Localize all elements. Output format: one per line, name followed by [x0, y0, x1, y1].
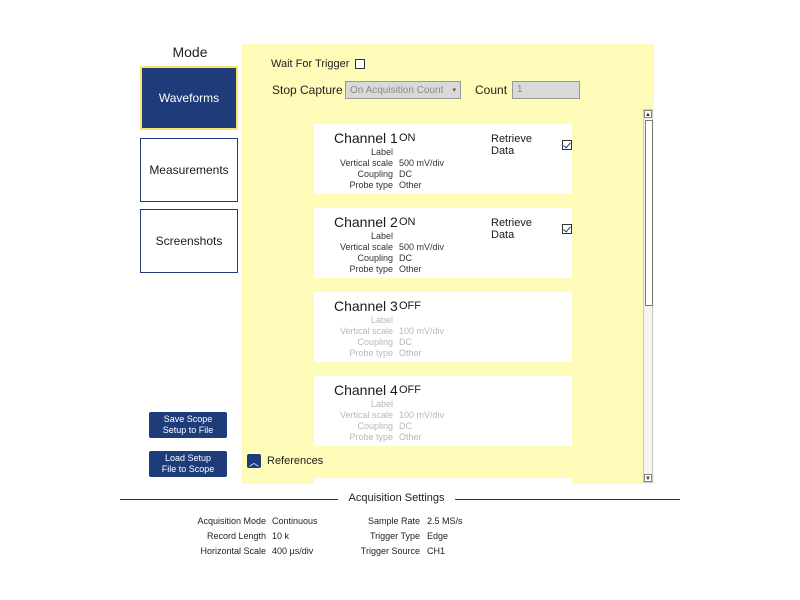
record-length-label: Record Length: [206, 531, 266, 541]
acquisition-mode-value: Continuous: [272, 516, 318, 526]
horizontal-scale-value: 400 µs/div: [272, 546, 314, 556]
coupling-key: Coupling: [357, 421, 393, 431]
vertical-scale-key: Vertical scale: [339, 158, 393, 168]
probe-type-key: Probe type: [349, 432, 393, 442]
retrieve-data-checkbox[interactable]: [562, 140, 572, 150]
label-key: Label: [370, 147, 393, 157]
retrieve-data-label: Retrieve Data: [491, 217, 532, 241]
probe-type-key: Probe type: [349, 264, 393, 274]
load-setup-label-line2: File to Scope: [161, 464, 215, 474]
probe-type-key: Probe type: [349, 180, 393, 190]
divider: [455, 499, 680, 500]
divider: [120, 499, 338, 500]
load-setup-label-line1: Load Setup: [164, 453, 212, 463]
vertical-scale-key: Vertical scale: [339, 410, 393, 420]
channel-title: Channel 2: [334, 214, 398, 230]
reference-card-partial: [314, 478, 572, 484]
sample-rate-value: 2.5 MS/s: [427, 516, 463, 526]
save-setup-label-line2: Setup to File: [162, 425, 214, 435]
coupling-key: Coupling: [357, 169, 393, 179]
mode-button-measurements[interactable]: Measurements: [140, 138, 238, 202]
vertical-scale-key: Vertical scale: [339, 242, 393, 252]
acquisition-mode-label: Acquisition Mode: [197, 516, 266, 526]
retrieve-data-label: Retrieve Data: [491, 133, 532, 157]
chevron-up-icon[interactable]: ︿: [247, 454, 261, 469]
channel-card-2: Channel 2 ON Label Vertical scale 500 mV/…: [314, 208, 572, 278]
channel-title: Channel 3: [334, 298, 398, 314]
probe-type-value: Other: [399, 432, 422, 442]
wait-for-trigger-label: Wait For Trigger: [271, 58, 350, 70]
save-setup-label-line1: Save Scope: [163, 414, 213, 424]
acquisition-settings-title: Acquisition Settings: [348, 492, 445, 504]
references-toggle[interactable]: ︿ References: [247, 454, 324, 469]
count-input[interactable]: 1: [512, 81, 580, 99]
coupling-key: Coupling: [357, 253, 393, 263]
channel-title: Channel 4: [334, 382, 398, 398]
retrieve-data-toggle[interactable]: Retrieve Data: [491, 217, 572, 241]
coupling-value: DC: [399, 421, 412, 431]
save-setup-button[interactable]: Save Scope Setup to File: [149, 412, 227, 438]
vertical-scale-value: 100 mV/div: [399, 410, 445, 420]
record-length-value: 10 k: [272, 531, 290, 541]
channel-state[interactable]: OFF: [399, 300, 421, 312]
trigger-type-label: Trigger Type: [369, 531, 420, 541]
probe-type-value: Other: [399, 264, 422, 274]
channel-state[interactable]: OFF: [399, 384, 421, 396]
channel-state[interactable]: ON: [399, 216, 416, 228]
horizontal-scale-label: Horizontal Scale: [200, 546, 266, 556]
probe-type-key: Probe type: [349, 348, 393, 358]
mode-button-waveforms[interactable]: Waveforms: [140, 66, 238, 130]
stop-capture-label: Stop Capture: [272, 83, 343, 97]
vertical-scale-value: 500 mV/div: [399, 158, 445, 168]
channel-card-4: Channel 4 OFF Label Vertical scale 100 mV…: [314, 376, 572, 446]
trigger-type-value: Edge: [427, 531, 449, 541]
channel-details: Label Vertical scale 100 mV/div Coupling D…: [314, 315, 464, 359]
scrollbar-thumb[interactable]: [645, 120, 653, 306]
mode-title: Mode: [172, 44, 208, 60]
channel-details: Label Vertical scale 500 mV/div Coupling D…: [314, 231, 464, 275]
wait-for-trigger-checkbox[interactable]: [355, 59, 366, 69]
coupling-value: DC: [399, 169, 412, 179]
coupling-value: DC: [399, 337, 412, 347]
channel-card-3: Channel 3 OFF Label Vertical scale 100 mV…: [314, 292, 572, 362]
load-setup-button[interactable]: Load Setup File to Scope: [149, 451, 227, 477]
trigger-source-value: CH1: [427, 546, 446, 556]
wait-for-trigger-row: Wait For Trigger: [271, 58, 366, 70]
trigger-source-label: Trigger Source: [360, 546, 420, 556]
channel-details: Label Vertical scale 100 mV/div Coupling D…: [314, 399, 464, 443]
channel-title: Channel 1: [334, 130, 398, 146]
sample-rate-label: Sample Rate: [367, 516, 420, 526]
coupling-key: Coupling: [357, 337, 393, 347]
channel-state[interactable]: ON: [399, 132, 416, 144]
probe-type-value: Other: [399, 180, 422, 190]
count-label: Count: [475, 83, 508, 97]
vertical-scale-value: 100 mV/div: [399, 326, 445, 336]
label-key: Label: [370, 231, 393, 241]
mode-button-screenshots[interactable]: Screenshots: [140, 209, 238, 273]
vertical-scale-key: Vertical scale: [339, 326, 393, 336]
probe-type-value: Other: [399, 348, 422, 358]
channel-details: Label Vertical scale 500 mV/div Coupling D…: [314, 147, 464, 191]
scroll-up-icon[interactable]: ▲: [644, 110, 652, 118]
vertical-scale-value: 500 mV/div: [399, 242, 445, 252]
coupling-value: DC: [399, 253, 412, 263]
label-key: Label: [370, 399, 393, 409]
scroll-down-icon[interactable]: ▼: [644, 474, 652, 482]
references-label: References: [267, 455, 324, 467]
retrieve-data-checkbox[interactable]: [562, 224, 572, 234]
channel-card-1: Channel 1 ON Label Vertical scale 500 mV/…: [314, 124, 572, 194]
retrieve-data-toggle[interactable]: Retrieve Data: [491, 133, 572, 157]
stop-capture-select[interactable]: On Acquisition Count ▾: [345, 81, 461, 99]
dropdown-arrow-icon: ▾: [452, 87, 456, 94]
label-key: Label: [370, 315, 393, 325]
stop-capture-value: On Acquisition Count: [350, 84, 444, 96]
